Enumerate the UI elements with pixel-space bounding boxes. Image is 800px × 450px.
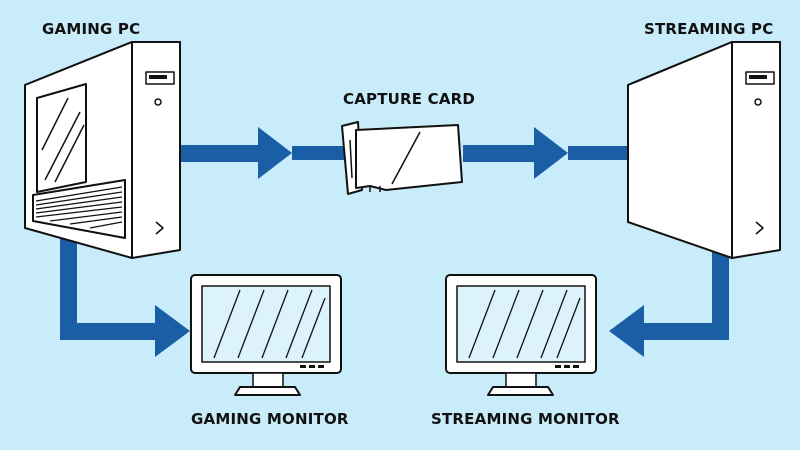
streaming-monitor	[445, 274, 597, 396]
arrow-gaming-pc-to-gaming-monitor	[60, 232, 190, 357]
capture-card	[341, 121, 463, 195]
streaming-monitor-label: STREAMING MONITOR	[431, 410, 620, 428]
arrow-capture-card-to-streaming-pc	[463, 127, 628, 179]
streaming-pc-label: STREAMING PC	[644, 20, 774, 38]
capture-card-label: CAPTURE CARD	[343, 90, 476, 108]
gaming-monitor-label: GAMING MONITOR	[191, 410, 349, 428]
arrow-streaming-pc-to-streaming-monitor	[609, 252, 729, 357]
arrows	[60, 127, 729, 357]
gaming-monitor	[190, 274, 342, 396]
arrow-gaming-pc-to-capture-card	[178, 127, 344, 179]
gaming-pc-label: GAMING PC	[42, 20, 141, 38]
streaming-pc-tower	[627, 41, 781, 259]
gaming-pc-tower	[24, 41, 181, 259]
